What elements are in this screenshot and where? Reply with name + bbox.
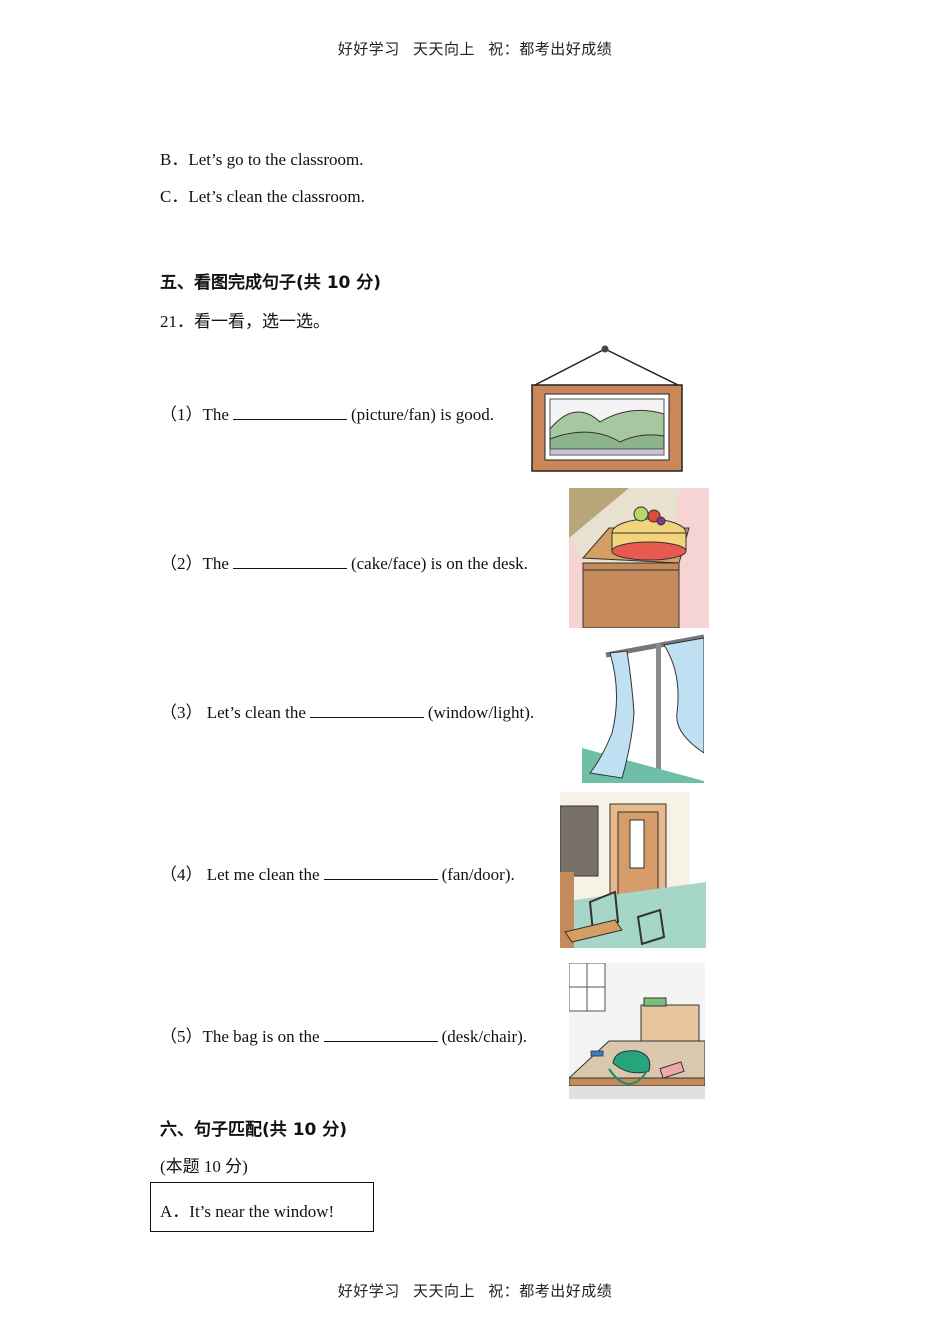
- classroom-door-image: [560, 792, 706, 948]
- bag-on-desk-image: [569, 963, 705, 1099]
- item-4-prefix: （4） Let me clean the: [160, 865, 320, 884]
- item-3-sentence: （3） Let’s clean the (window/light).: [160, 698, 534, 723]
- section-6-note: (本题 10 分): [160, 1157, 248, 1176]
- window-curtain-image: [582, 633, 704, 783]
- page-header: 好好学习 天天向上 祝：都考出好成绩: [337, 40, 613, 58]
- item-1-suffix: (picture/fan) is good.: [350, 405, 494, 424]
- question-21: 21．看一看，选一选。: [160, 312, 330, 331]
- option-c: C．Let’s clean the classroom.: [160, 187, 365, 206]
- item-3-blank[interactable]: [309, 703, 424, 718]
- item-2-blank[interactable]: [232, 554, 347, 569]
- cake-on-desk-image: [569, 488, 709, 628]
- section-5-heading: 五、看图完成句子(共 10 分): [160, 273, 382, 293]
- item-1-blank[interactable]: [232, 405, 347, 420]
- item-2-sentence: （2）The (cake/face) is on the desk.: [160, 549, 528, 574]
- item-3-prefix: （3） Let’s clean the: [160, 703, 306, 722]
- item-1-sentence: （1）The (picture/fan) is good.: [160, 400, 494, 425]
- framed-picture-image: [531, 345, 683, 472]
- item-2-suffix: (cake/face) is on the desk.: [350, 554, 528, 573]
- option-b: B．Let’s go to the classroom.: [160, 150, 364, 169]
- item-4-suffix: (fan/door).: [441, 865, 515, 884]
- item-3-suffix: (window/light).: [427, 703, 535, 722]
- page-footer: 好好学习 天天向上 祝：都考出好成绩: [337, 1282, 613, 1300]
- item-2-prefix: （2）The: [160, 554, 229, 573]
- item-5-suffix: (desk/chair).: [441, 1027, 528, 1046]
- item-5-sentence: （5）The bag is on the (desk/chair).: [160, 1022, 527, 1047]
- item-4-blank[interactable]: [323, 865, 438, 880]
- item-5-blank[interactable]: [323, 1027, 438, 1042]
- item-1-prefix: （1）The: [160, 405, 229, 424]
- item-4-sentence: （4） Let me clean the (fan/door).: [160, 860, 515, 885]
- match-box-a: A．It’s near the window!: [150, 1182, 374, 1232]
- item-5-prefix: （5）The bag is on the: [160, 1027, 320, 1046]
- section-6-heading: 六、句子匹配(共 10 分): [160, 1120, 348, 1140]
